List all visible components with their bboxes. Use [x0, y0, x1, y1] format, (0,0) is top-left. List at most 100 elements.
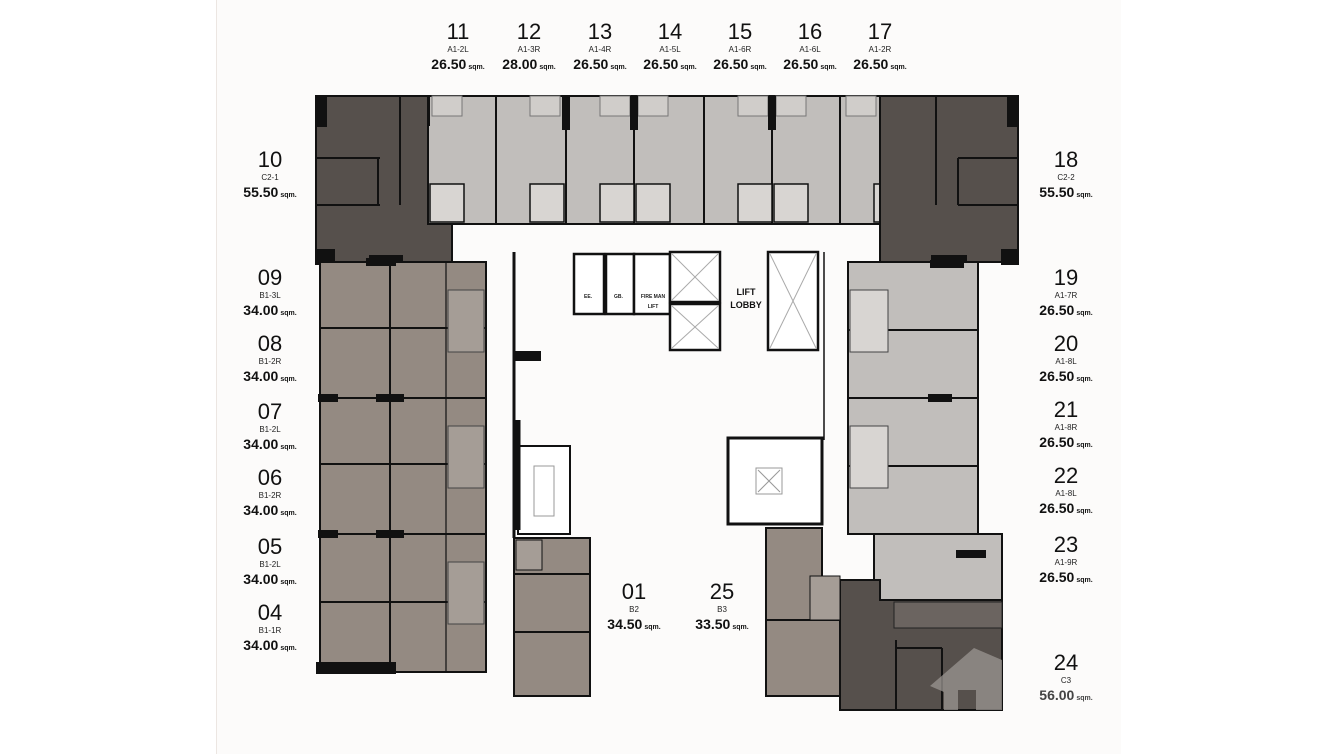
- unit-type: B1-2R: [258, 491, 282, 500]
- stair-right: [726, 436, 824, 526]
- unit-number: 17: [867, 19, 893, 44]
- unit-number: 16: [797, 19, 823, 44]
- unit-number: 12: [516, 19, 542, 44]
- unit-number: 25: [709, 579, 735, 604]
- unit-number: 05: [257, 534, 283, 559]
- unit-25-shape: [765, 527, 841, 697]
- core-walls: [452, 223, 880, 672]
- unit-number: 09: [257, 265, 283, 290]
- unit-type: A1-7R: [1054, 291, 1078, 300]
- core-rooms: [572, 250, 820, 352]
- unit-number: 15: [727, 19, 753, 44]
- unit-type: A1-8L: [1055, 357, 1077, 366]
- unit-type: B1-2L: [259, 425, 281, 434]
- unit-01-shape: [513, 537, 591, 697]
- unit-number: 22: [1053, 463, 1079, 488]
- fire-man-lift-line2: LIFT: [647, 304, 659, 310]
- top-row-balconies: [431, 95, 877, 117]
- fire-man-lift-line1: FIRE MAN: [640, 294, 666, 300]
- unit-type: A1-5L: [659, 45, 681, 54]
- unit-type: A1-3R: [517, 45, 541, 54]
- unit-number: 13: [587, 19, 613, 44]
- unit-number: 21: [1053, 397, 1079, 422]
- unit-number: 19: [1053, 265, 1079, 290]
- unit-type: B1-1R: [258, 626, 282, 635]
- lift-lobby-label: LIFT LOBBY: [728, 286, 764, 312]
- unit-type: C2-2: [1057, 173, 1075, 182]
- stair-left: [513, 351, 571, 535]
- unit-type: C2-1: [261, 173, 279, 182]
- unit-number: 20: [1053, 331, 1079, 356]
- unit-type: A1-6L: [799, 45, 821, 54]
- unit-number: 06: [257, 465, 283, 490]
- unit-type: B2: [629, 605, 639, 614]
- unit-number: 14: [657, 19, 683, 44]
- unit-type: A1-8R: [1054, 423, 1078, 432]
- unit-number: 04: [257, 600, 283, 625]
- lift-lobby-line2: LOBBY: [730, 300, 762, 310]
- unit-type: A1-9R: [1054, 558, 1078, 567]
- unit-number: 07: [257, 399, 283, 424]
- right-column-bathrooms: [849, 289, 889, 489]
- left-column-bathrooms: [447, 289, 485, 625]
- unit-number: 08: [257, 331, 283, 356]
- unit-type: C3: [1060, 676, 1072, 685]
- unit-number: 10: [257, 147, 283, 172]
- unit-type: A1-2L: [447, 45, 469, 54]
- unit-number: 24: [1053, 650, 1079, 675]
- unit-type: A1-2R: [868, 45, 892, 54]
- unit-number: 01: [621, 579, 647, 604]
- unit-type: B1-3L: [259, 291, 281, 300]
- unit-number: 11: [446, 19, 470, 44]
- unit-type: B1-2R: [258, 357, 282, 366]
- lift-lobby-line1: LIFT: [736, 287, 756, 297]
- unit-type: A1-4R: [588, 45, 612, 54]
- gb-room-label: GB.: [614, 294, 623, 300]
- unit-type: A1-6R: [728, 45, 752, 54]
- ee-room-label: EE.: [584, 294, 593, 300]
- right-column-wall-blocks: [928, 260, 986, 558]
- fire-man-lift-label: FIRE MAN LIFT: [636, 292, 670, 312]
- unit-type: B3: [717, 605, 727, 614]
